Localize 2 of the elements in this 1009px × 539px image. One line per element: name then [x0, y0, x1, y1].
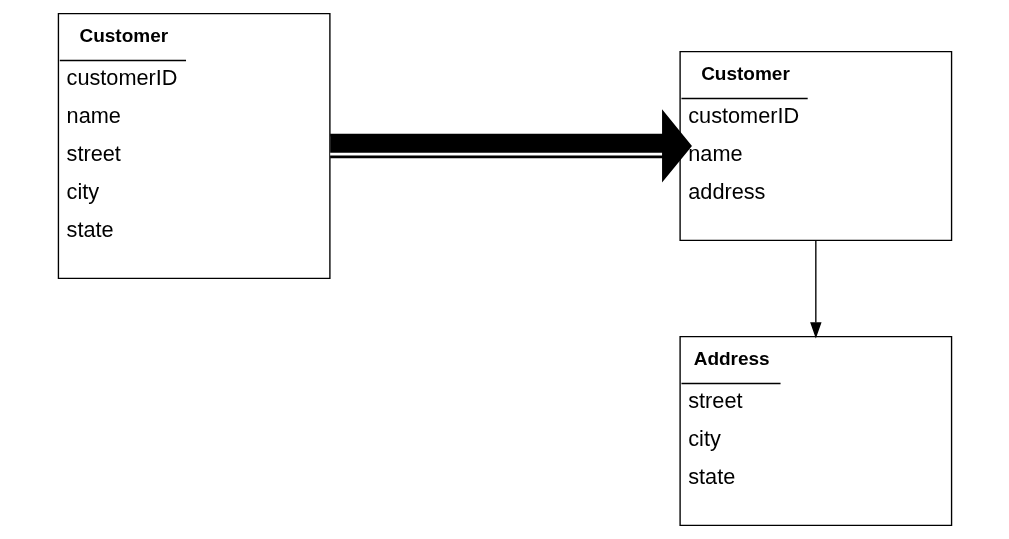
arrow: [809, 239, 822, 339]
arrow: [329, 109, 692, 183]
